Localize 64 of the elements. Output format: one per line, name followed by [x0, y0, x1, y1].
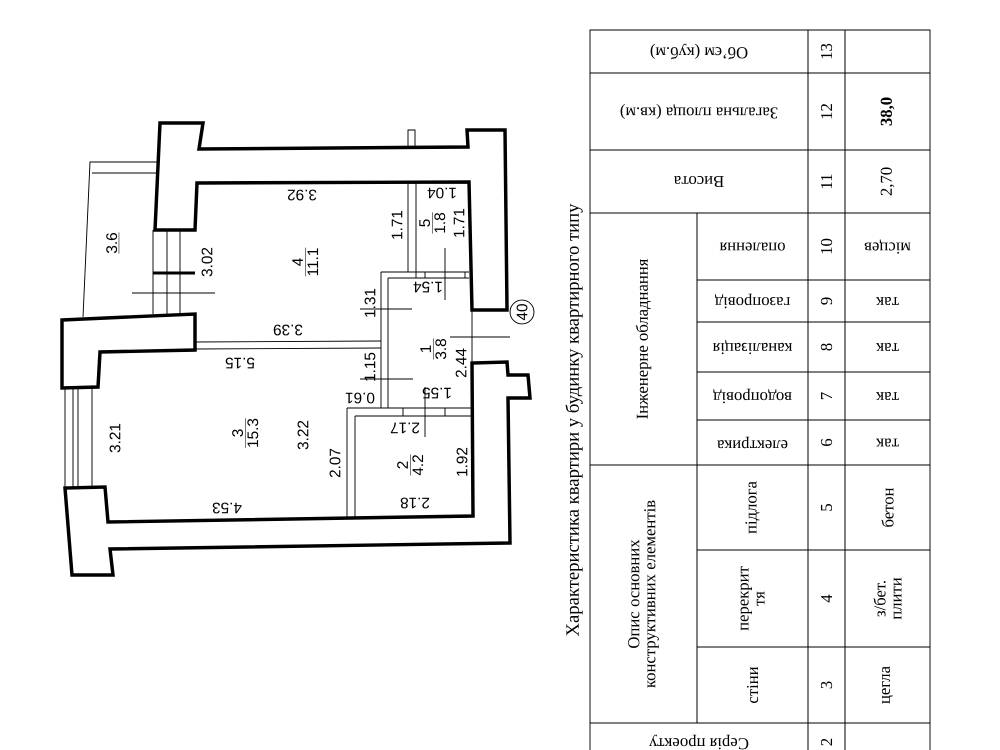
table-cell: так [844, 372, 930, 420]
table-cell: 2,70 [844, 150, 930, 214]
dimension-label: 3.39 [274, 324, 302, 336]
table-cell: 3 [808, 646, 846, 724]
dimension-label: 3.02 [202, 248, 212, 276]
table-cell: газопровід [696, 280, 808, 322]
dimension-label: 1.54 [414, 282, 442, 292]
table-cell: 10 [808, 212, 846, 280]
table-cell: Загальна площа (кв.м) [590, 72, 808, 150]
table-cell: електрика [696, 420, 808, 466]
table-cell: Серія проекту [590, 722, 808, 750]
title: Характеристика квартири у будинку квартирного типу [565, 204, 583, 636]
table-cell: цегла [844, 646, 930, 724]
callout-number: 40 [510, 300, 534, 324]
table-cell: 4 [808, 550, 846, 648]
dimension-label: 1.04 [428, 188, 456, 198]
table-cell: 38,0 [844, 72, 930, 150]
table-cell: 8 [808, 322, 846, 372]
table-cell: 9 [808, 280, 846, 322]
dimension-label: 1.31 [364, 288, 376, 317]
dimension-label: 1.92 [456, 448, 468, 476]
dimension-label: 3.92 [288, 190, 316, 200]
table-cell: 13 [808, 30, 846, 74]
dimension-label: 2.07 [330, 448, 340, 478]
room-area-label: 1 3.8 [420, 338, 446, 360]
table-cell: Об’єм (куб.м) [590, 30, 808, 74]
dimension-label: 3.22 [298, 420, 308, 450]
table-cell: 11 [808, 150, 846, 214]
table-cell: місцев [844, 212, 930, 280]
room-area-label: 2 4.2 [397, 454, 424, 476]
table-cell: Опис основних конструктивних елементів [590, 464, 698, 724]
dimension-label: 2.18 [400, 498, 430, 508]
table-cell: водопровід [696, 372, 808, 420]
room-area-label: 5 1.8 [419, 212, 446, 234]
dimension-label: 1.15 [364, 352, 376, 381]
dimension-label: 2.17 [390, 422, 420, 434]
table-cell: опалення [696, 212, 808, 280]
room-area-label: 4 11.1 [292, 247, 318, 277]
dimension-label: 1.55 [422, 388, 451, 398]
table-cell: підлога [696, 464, 808, 550]
dimension-label: 3.21 [110, 424, 120, 452]
table-cell: так [844, 420, 930, 466]
table-cell: так [844, 322, 930, 372]
table-cell: Висота [590, 150, 808, 214]
dimension-label: 1.71 [392, 210, 402, 239]
table-cell: бетон [844, 464, 930, 550]
table-cell: 5 [808, 464, 846, 550]
dimension-label: 3.6 [106, 232, 120, 254]
table-cell: так [844, 280, 930, 322]
table-cell: стіни [696, 646, 808, 724]
table-cell: Інженерне обладнання [590, 212, 698, 466]
room-area-label: 3 15.3 [232, 418, 258, 448]
dimension-label: 0.61 [346, 392, 374, 404]
dimension-label: 5.15 [226, 358, 254, 368]
dimension-label: 1.71 [454, 208, 464, 237]
table-cell: 12 [808, 72, 846, 150]
table-cell: 7 [808, 372, 846, 420]
table-cell: каналізація [696, 322, 808, 372]
table-cell: 2 [808, 722, 846, 750]
dimension-label: 2.44 [456, 348, 466, 378]
dimension-label: 4.53 [212, 502, 242, 514]
table-cell: з/бет. плити [844, 550, 930, 648]
table-cell: 6 [808, 420, 846, 466]
table-cell: перекрит тя [696, 550, 808, 648]
